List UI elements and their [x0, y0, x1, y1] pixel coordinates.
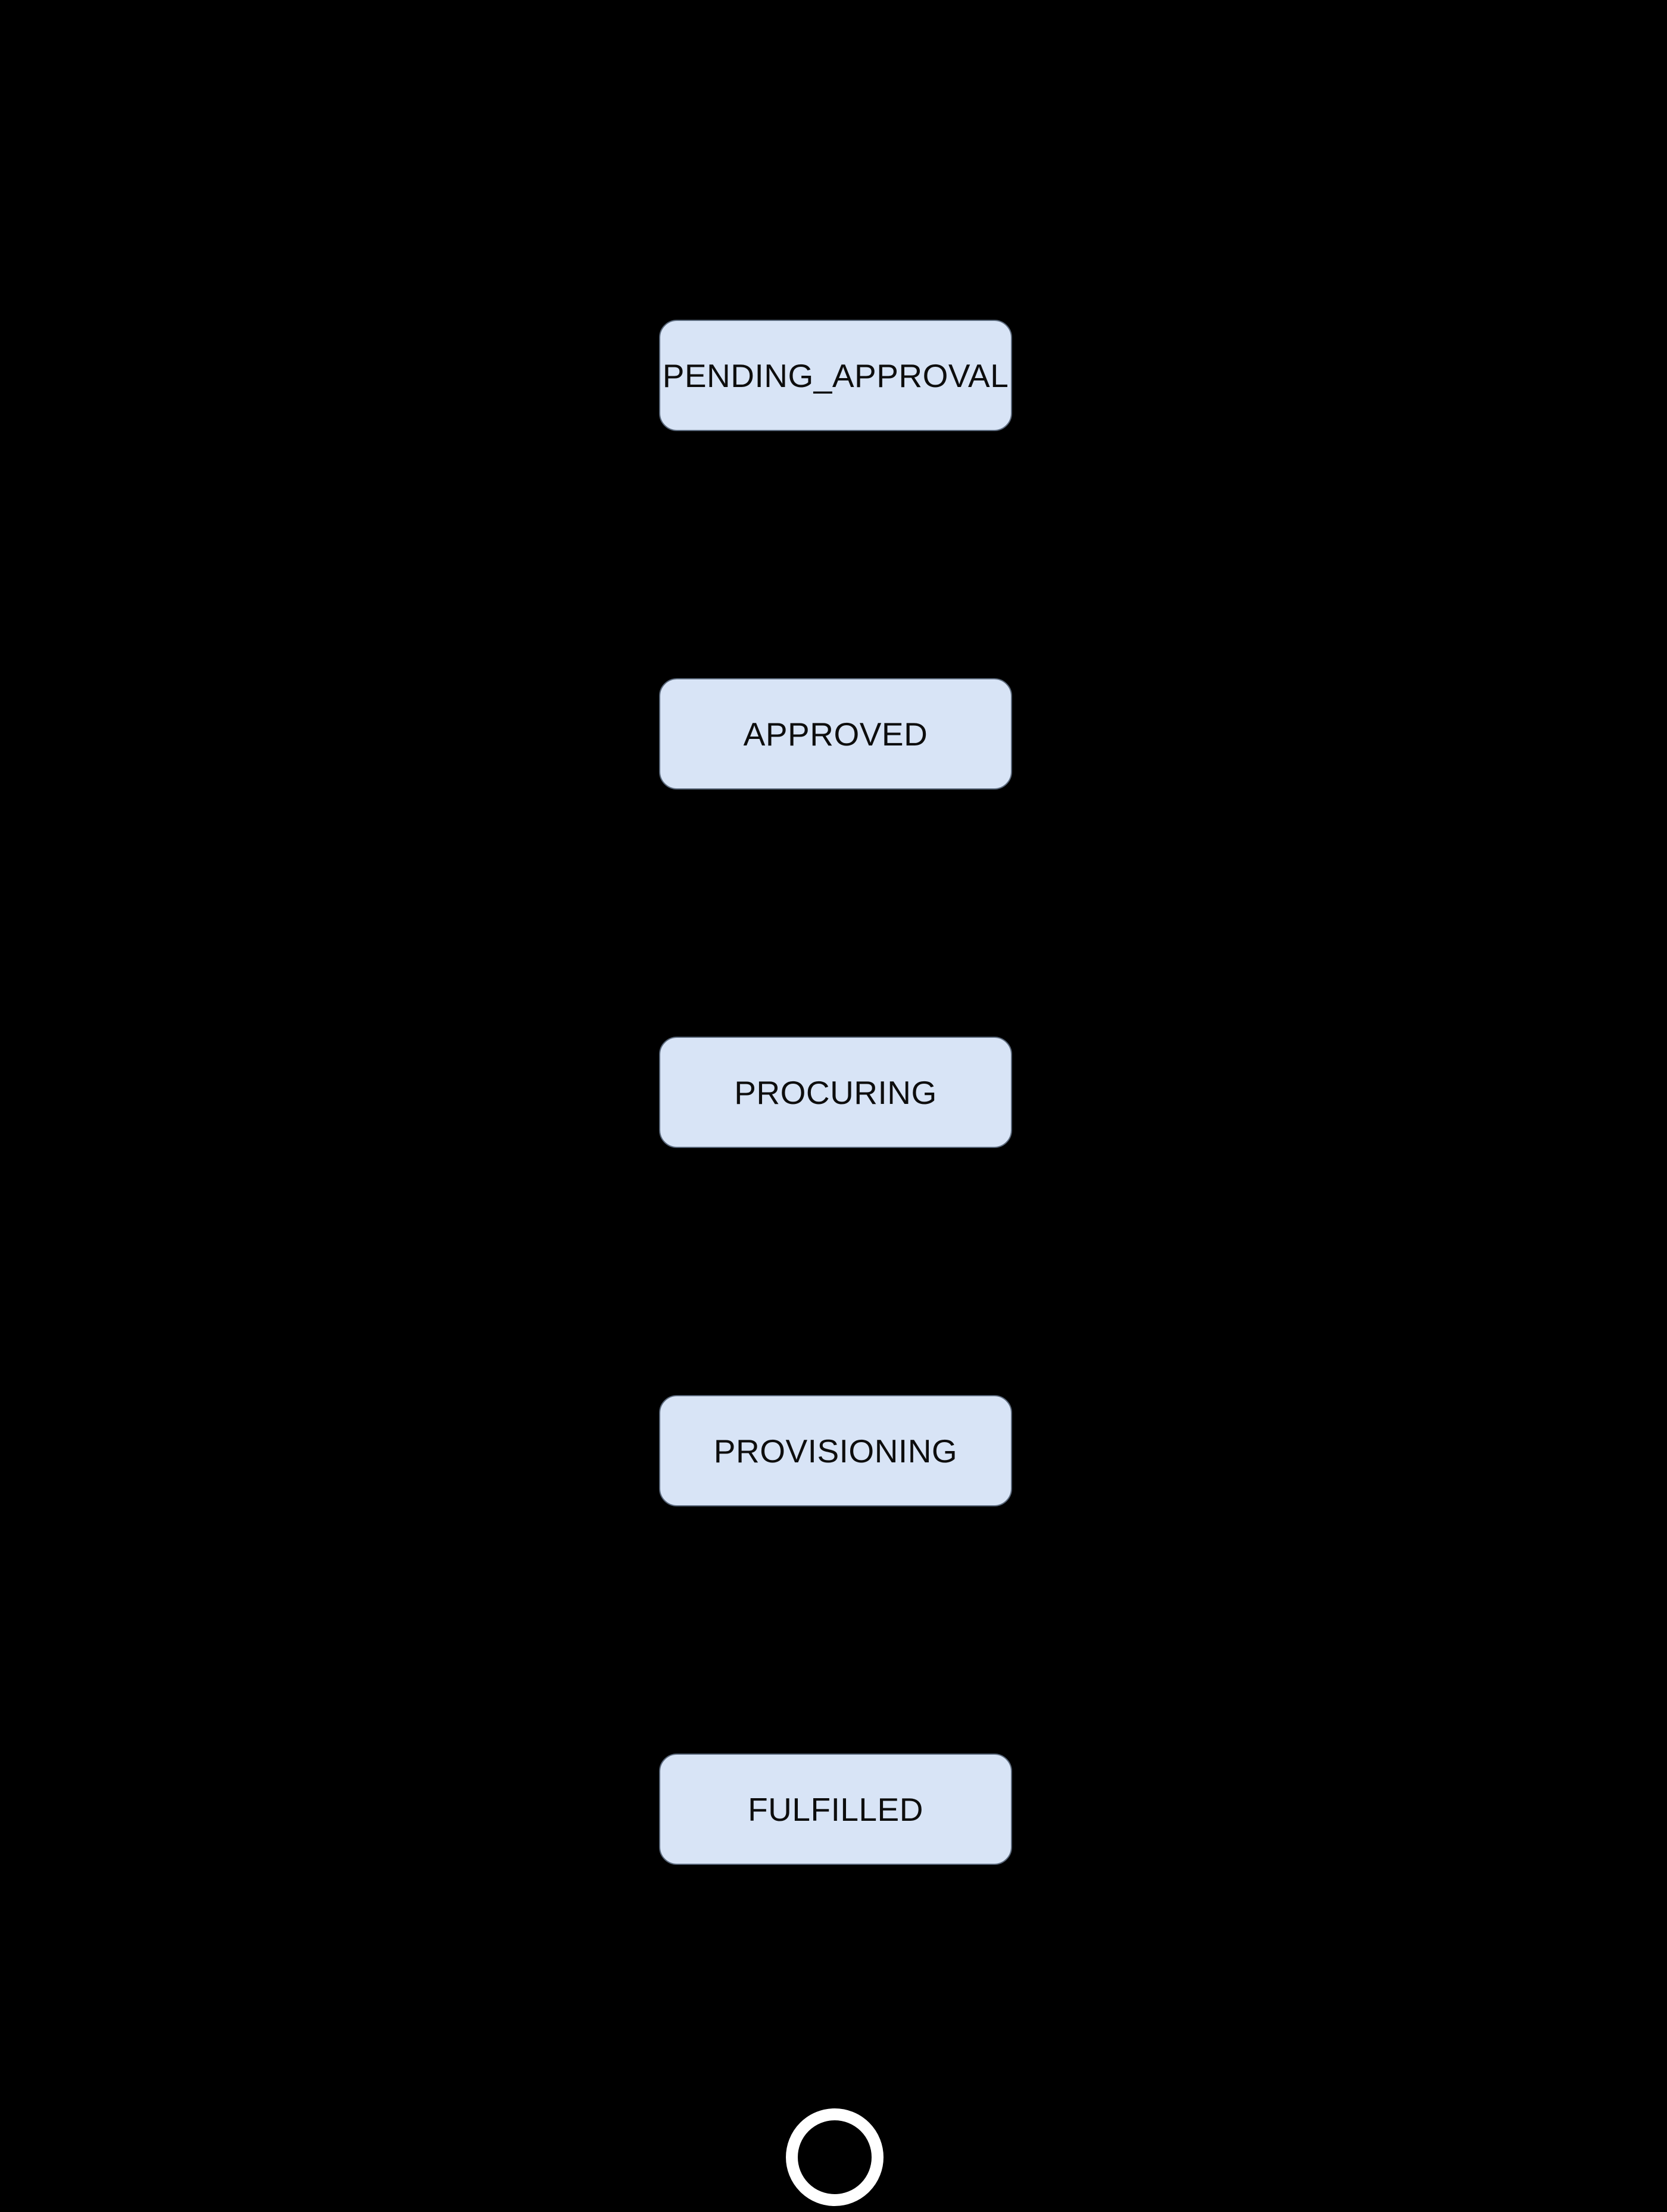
state-node-provisioning: PROVISIONING: [659, 1395, 1012, 1506]
state-node-fulfilled: FULFILLED: [659, 1754, 1012, 1865]
state-label: PENDING_APPROVAL: [662, 357, 1009, 394]
state-label: PROCURING: [734, 1074, 937, 1111]
state-node-pending-approval: PENDING_APPROVAL: [659, 320, 1012, 431]
state-label: APPROVED: [743, 715, 928, 753]
state-node-procuring: PROCURING: [659, 1037, 1012, 1148]
state-label: PROVISIONING: [713, 1432, 958, 1470]
state-node-approved: APPROVED: [659, 678, 1012, 790]
final-state-icon: [786, 2108, 884, 2206]
state-label: FULFILLED: [748, 1790, 923, 1828]
